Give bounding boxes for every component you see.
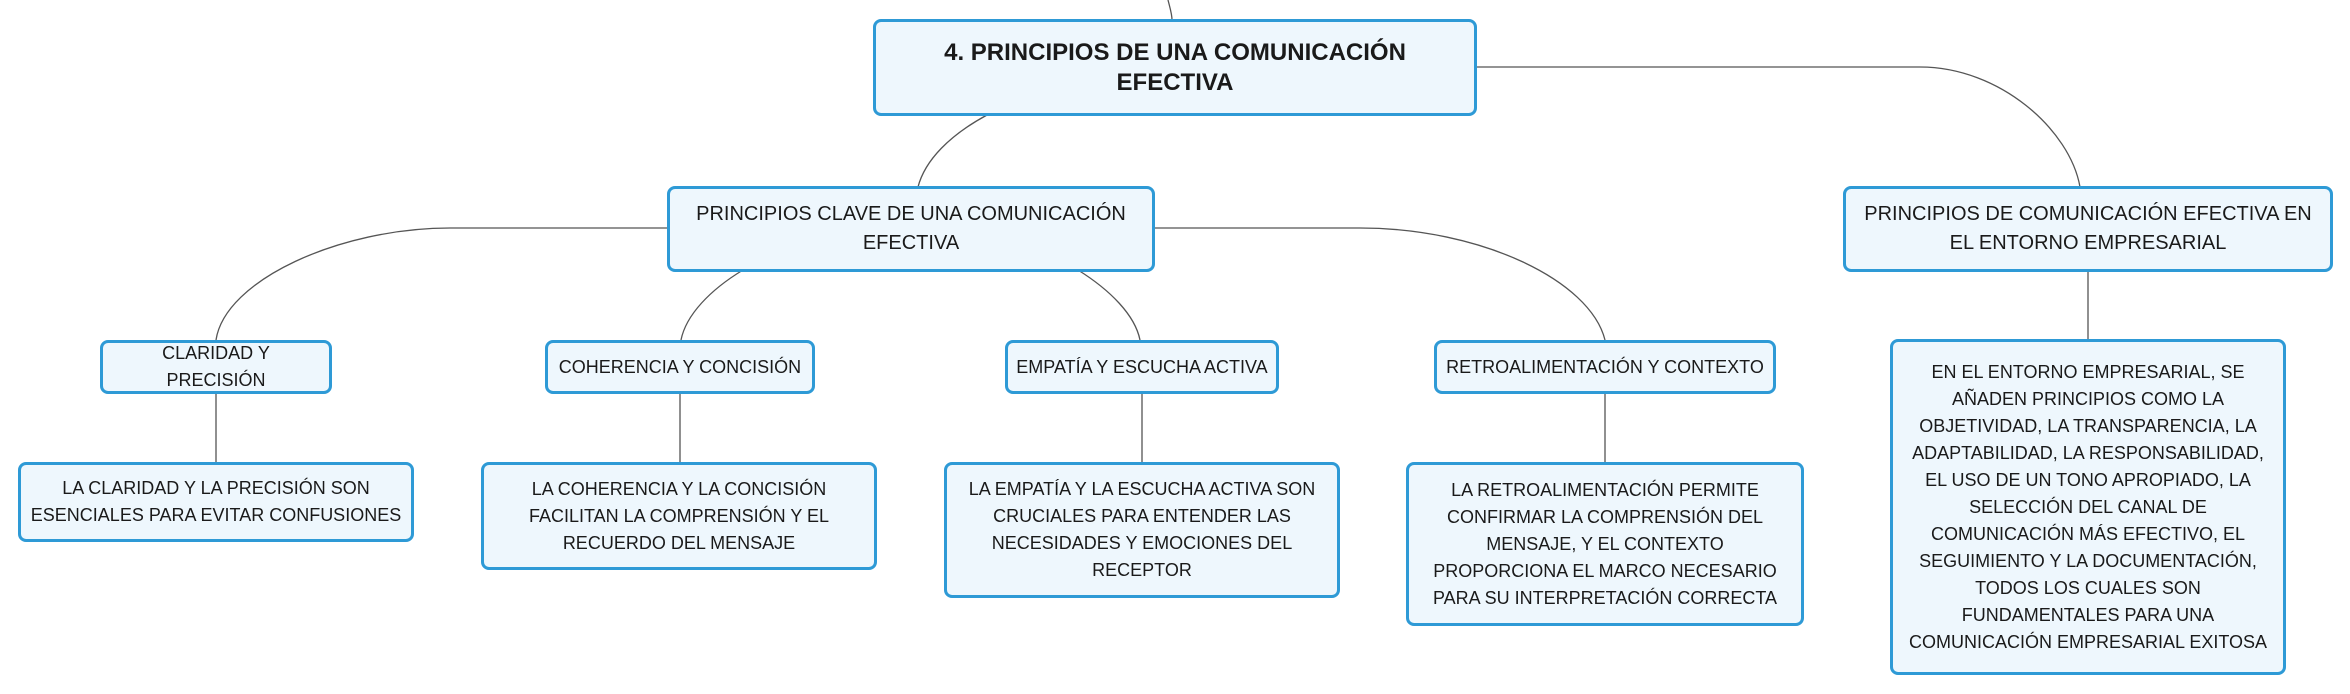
branch-entorno-empresarial[interactable]: PRINCIPIOS DE COMUNICACIÓN EFECTIVA EN E… (1843, 186, 2333, 272)
detail-coherencia[interactable]: LA COHERENCIA Y LA CONCISIÓN FACILITAN L… (481, 462, 877, 570)
subtopic-coherencia[interactable]: COHERENCIA Y CONCISIÓN (545, 340, 815, 394)
detail-retroalimentacion-text: LA RETROALIMENTACIÓN PERMITE CONFIRMAR L… (1432, 479, 1778, 608)
detail-claridad-text: LA CLARIDAD Y LA PRECISIÓN SON ESENCIALE… (30, 478, 402, 525)
detail-entorno-empresarial-text: EN EL ENTORNO EMPRESARIAL, SE AÑADEN PRI… (1908, 361, 2268, 652)
connector-branch-empatia (1077, 269, 1141, 341)
branch-principios-clave[interactable]: PRINCIPIOS CLAVE DE UNA COMUNICACIÓN EFE… (667, 186, 1155, 272)
detail-empatia[interactable]: LA EMPATÍA Y LA ESCUCHA ACTIVA SON CRUCI… (944, 462, 1340, 598)
detail-coherencia-text: LA COHERENCIA Y LA CONCISIÓN FACILITAN L… (528, 478, 830, 553)
subtopic-empatia[interactable]: EMPATÍA Y ESCUCHA ACTIVA (1005, 340, 1279, 394)
detail-entorno-empresarial[interactable]: EN EL ENTORNO EMPRESARIAL, SE AÑADEN PRI… (1890, 339, 2286, 675)
detail-retroalimentacion[interactable]: LA RETROALIMENTACIÓN PERMITE CONFIRMAR L… (1406, 462, 1804, 626)
subtopic-coherencia-label: COHERENCIA Y CONCISIÓN (558, 356, 802, 377)
root-topic-label: 4. PRINCIPIOS DE UNA COMUNICACIÓN EFECTI… (944, 38, 1406, 96)
subtopic-claridad-label: CLARIDAD Y PRECISIÓN (162, 343, 270, 390)
connector-parent-root (1167, 0, 1173, 21)
detail-claridad[interactable]: LA CLARIDAD Y LA PRECISIÓN SON ESENCIALE… (18, 462, 414, 542)
root-topic[interactable]: 4. PRINCIPIOS DE UNA COMUNICACIÓN EFECTI… (873, 19, 1477, 116)
subtopic-retroalimentacion[interactable]: RETROALIMENTACIÓN Y CONTEXTO (1434, 340, 1776, 394)
connector-branch-claridad (215, 227, 668, 341)
connector-branch-coherencia (680, 269, 744, 341)
detail-empatia-text: LA EMPATÍA Y LA ESCUCHA ACTIVA SON CRUCI… (968, 479, 1316, 580)
connector-root-branch-empresarial (1476, 66, 2081, 188)
branch-principios-clave-label: PRINCIPIOS CLAVE DE UNA COMUNICACIÓN EFE… (696, 203, 1126, 254)
subtopic-claridad[interactable]: CLARIDAD Y PRECISIÓN (100, 340, 332, 394)
branch-entorno-empresarial-label: PRINCIPIOS DE COMUNICACIÓN EFECTIVA EN E… (1864, 203, 2312, 254)
subtopic-empatia-label: EMPATÍA Y ESCUCHA ACTIVA (1016, 356, 1268, 377)
connector-root-branch-clave (917, 114, 988, 188)
subtopic-retroalimentacion-label: RETROALIMENTACIÓN Y CONTEXTO (1446, 356, 1764, 377)
connector-branch-retro (1153, 227, 1606, 341)
